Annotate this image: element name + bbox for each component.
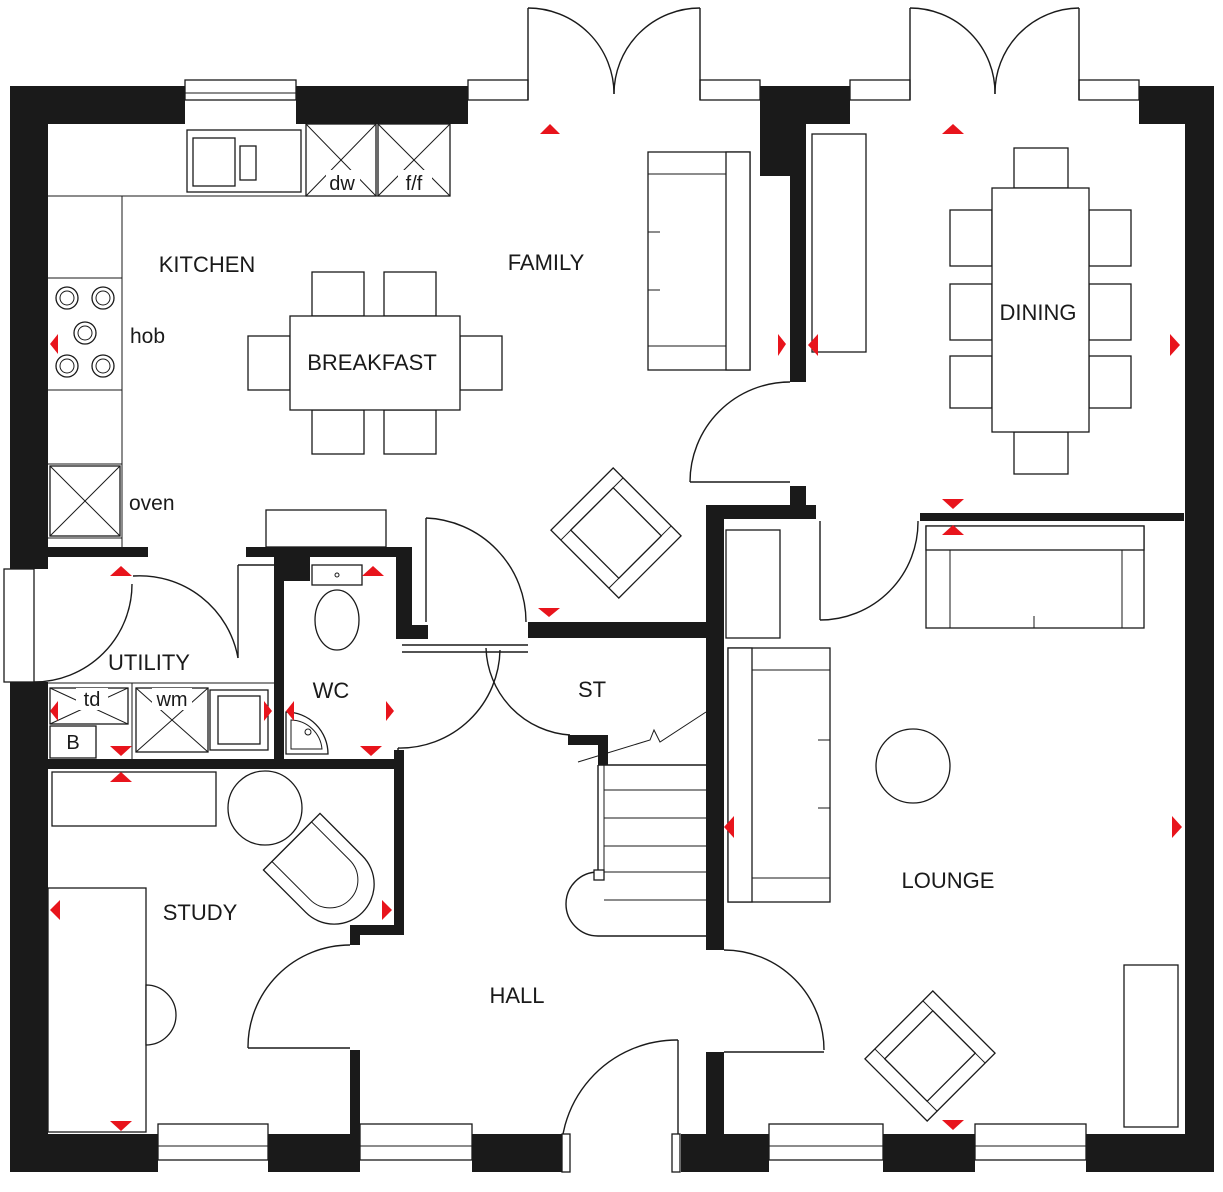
dining-table bbox=[811, 133, 1132, 475]
dishwasher-label: dw bbox=[329, 173, 355, 195]
outer-walls bbox=[10, 86, 1214, 1172]
study-armchair bbox=[262, 812, 375, 925]
breakfast-table bbox=[247, 271, 503, 455]
marker-family-bottom bbox=[538, 608, 560, 617]
marker-study-top bbox=[110, 772, 132, 782]
washing-machine: wm bbox=[135, 687, 209, 753]
room-lounge-label: LOUNGE bbox=[902, 868, 995, 893]
marker-study-left bbox=[50, 900, 60, 920]
marker-family-right bbox=[778, 334, 786, 356]
marker-dining-left bbox=[808, 334, 818, 356]
marker-utility-top bbox=[110, 566, 132, 576]
utility-sink bbox=[209, 689, 269, 751]
room-study-label: STUDY bbox=[163, 900, 238, 925]
marker-lounge-bottom bbox=[942, 1120, 964, 1130]
dishwasher: dw bbox=[305, 123, 377, 197]
washing-machine-label: wm bbox=[155, 689, 187, 711]
marker-lounge-right bbox=[1172, 816, 1182, 838]
french-doors-dining bbox=[909, 7, 1080, 100]
marker-dining-right bbox=[1170, 334, 1180, 356]
lounge-sofa-top bbox=[925, 525, 1145, 629]
interior-walls bbox=[48, 86, 1184, 1136]
marker-lounge-left bbox=[724, 816, 734, 838]
marker-utility-right bbox=[264, 701, 272, 721]
fridge-freezer-label: f/f bbox=[406, 173, 423, 195]
room-hall-label: HALL bbox=[489, 983, 544, 1008]
room-kitchen-label: KITCHEN bbox=[159, 252, 256, 277]
lounge-round-table bbox=[875, 728, 951, 804]
marker-study-right bbox=[382, 900, 392, 920]
lounge-sofa-side bbox=[727, 647, 831, 903]
internal-doors bbox=[33, 381, 919, 1173]
oven bbox=[49, 465, 121, 537]
marker-lounge-top bbox=[942, 525, 964, 535]
lounge-armchair bbox=[864, 990, 996, 1122]
family-armchair bbox=[550, 467, 682, 599]
study-round-table bbox=[227, 770, 303, 846]
marker-dining-top bbox=[942, 124, 964, 134]
marker-wc-bottom bbox=[360, 746, 382, 756]
marker-kitchen-left bbox=[50, 334, 58, 354]
marker-dining-bottom bbox=[942, 499, 964, 509]
marker-wc-right bbox=[386, 701, 394, 721]
room-family-label: FAMILY bbox=[508, 250, 585, 275]
room-st-label: ST bbox=[578, 677, 606, 702]
marker-utility-bottom bbox=[110, 746, 132, 756]
marker-utility-left bbox=[50, 701, 58, 721]
lounge-sideboard bbox=[1123, 964, 1179, 1128]
hall-radiator bbox=[265, 509, 387, 548]
study-shelf bbox=[51, 771, 217, 827]
marker-wc-left bbox=[286, 701, 294, 721]
staircase bbox=[565, 711, 707, 937]
room-breakfast-label: BREAKFAST bbox=[307, 350, 437, 375]
hob bbox=[55, 286, 115, 378]
room-wc-label: WC bbox=[313, 678, 350, 703]
dimension-markers bbox=[50, 124, 1182, 1131]
oven-label: oven bbox=[129, 492, 175, 515]
marker-wc-top bbox=[362, 566, 384, 576]
boiler-label: B bbox=[66, 732, 79, 754]
boiler: B bbox=[49, 725, 97, 759]
wc-toilet bbox=[311, 564, 363, 651]
room-utility-label: UTILITY bbox=[108, 650, 190, 675]
fridge-freezer: f/f bbox=[377, 123, 451, 197]
room-dining-label: DINING bbox=[1000, 300, 1077, 325]
tumble-dryer-label: td bbox=[84, 689, 101, 711]
marker-study-bottom bbox=[110, 1121, 132, 1131]
study-desk bbox=[47, 887, 177, 1133]
windows bbox=[3, 79, 1140, 1161]
hob-label: hob bbox=[130, 325, 165, 348]
family-sofa bbox=[647, 151, 751, 371]
french-doors-family bbox=[527, 7, 701, 100]
marker-family-top bbox=[540, 124, 560, 134]
lounge-cabinet bbox=[725, 529, 781, 639]
tumble-dryer: td bbox=[49, 687, 129, 725]
